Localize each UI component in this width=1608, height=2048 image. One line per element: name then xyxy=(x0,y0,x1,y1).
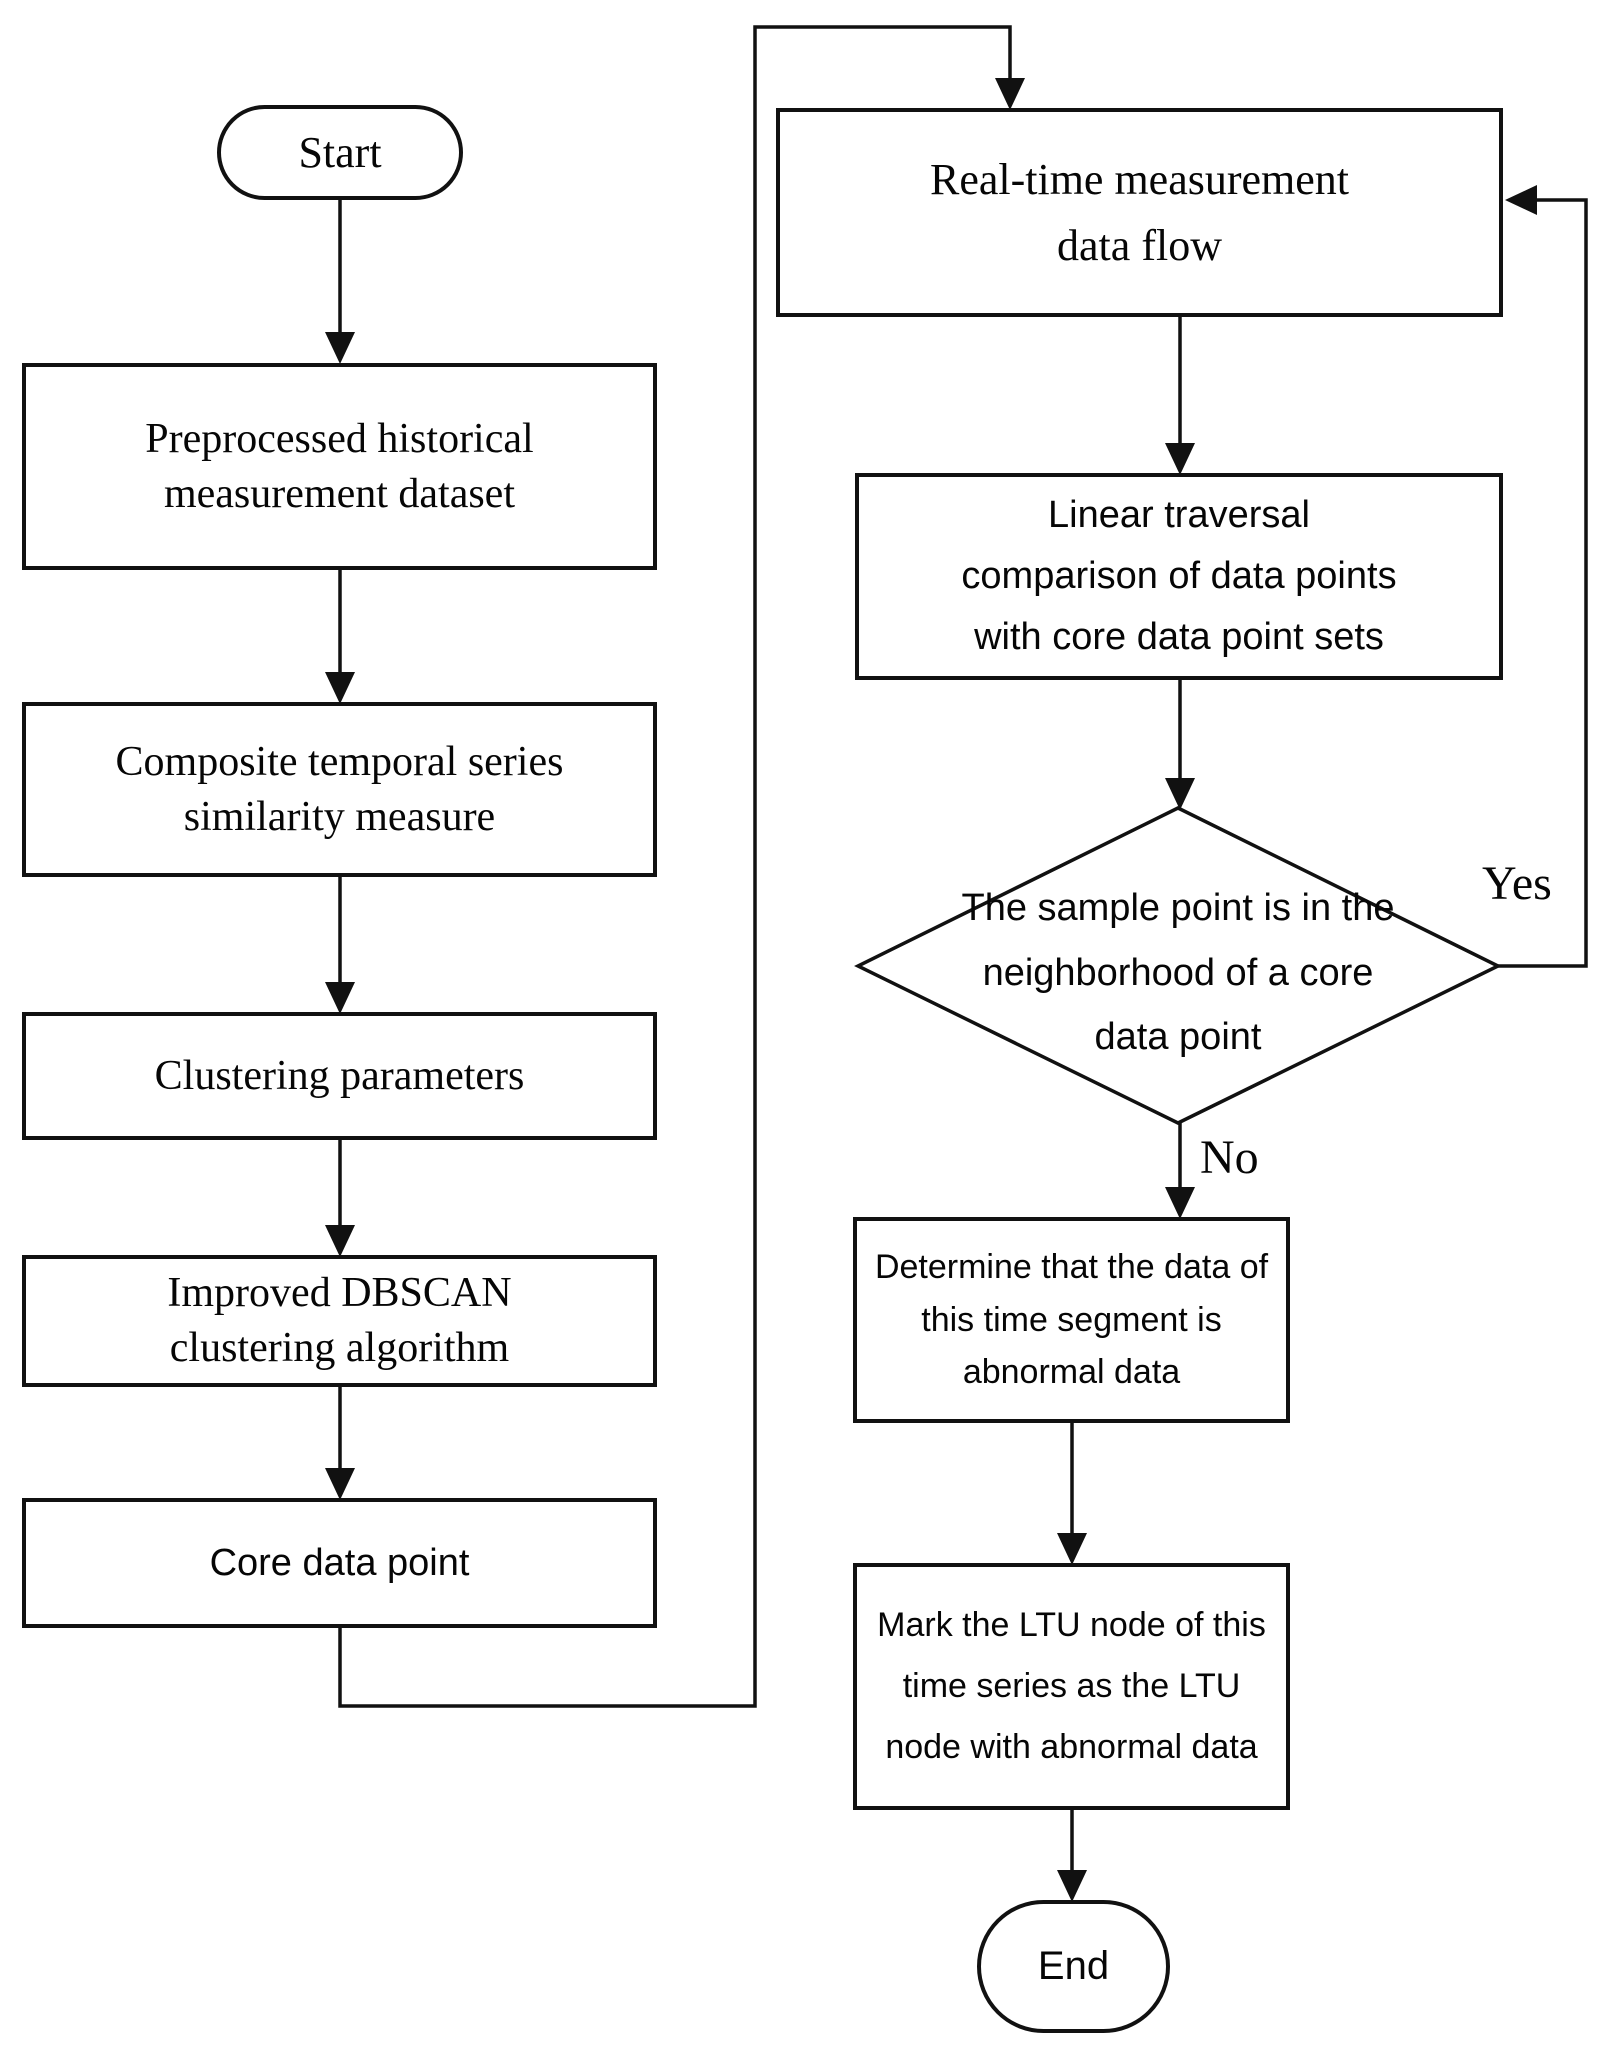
yes-edge-label: Yes xyxy=(1482,857,1552,910)
improved-dbscan-label: Improved DBSCAN clustering algorithm xyxy=(167,1270,512,1371)
start-label: Start xyxy=(298,128,382,177)
realtime-dataflow-label: Real-time measurement data flow xyxy=(929,154,1350,270)
arrowhead-into-linear xyxy=(1165,443,1195,475)
arrowhead-into-determine xyxy=(1165,1187,1195,1219)
arrowhead-into-composite xyxy=(325,672,355,704)
preprocessed-dataset-box: Preprocessed historical measurement data… xyxy=(22,363,657,570)
realtime-dataflow-box: Real-time measurement data flow xyxy=(776,108,1503,317)
arrowhead-yes-into-realtime-side xyxy=(1505,185,1537,215)
decision-diamond-shape xyxy=(854,806,1502,1125)
preprocessed-dataset-label: Preprocessed historical measurement data… xyxy=(145,415,534,517)
arrowhead-into-core xyxy=(325,1468,355,1500)
clustering-parameters-box: Clustering parameters xyxy=(22,1012,657,1140)
improved-dbscan-box: Improved DBSCAN clustering algorithm xyxy=(22,1255,657,1387)
arrowhead-into-preprocessed xyxy=(325,332,355,364)
edge-core-to-realtime xyxy=(338,25,1012,1708)
no-edge-label: No xyxy=(1200,1131,1259,1184)
arrowhead-into-realtime-top xyxy=(995,78,1025,110)
arrowhead-into-decision xyxy=(1165,778,1195,810)
core-data-point-label: Core data point xyxy=(209,1541,470,1584)
mark-ltu-node-box: Mark the LTU node of this time series as… xyxy=(853,1563,1290,1810)
linear-traversal-label: Linear traversal comparison of data poin… xyxy=(961,494,1397,658)
core-data-point-box: Core data point xyxy=(22,1498,657,1628)
clustering-parameters-label: Clustering parameters xyxy=(154,1052,525,1099)
composite-similarity-label: Composite temporal series similarity mea… xyxy=(115,738,564,840)
edge-decision-yes-loop xyxy=(1498,198,1588,968)
determine-abnormal-label: Determine that the data of this time seg… xyxy=(874,1247,1269,1392)
linear-traversal-box: Linear traversal comparison of data poin… xyxy=(855,473,1503,680)
end-label: End xyxy=(1037,1944,1110,1988)
determine-abnormal-box: Determine that the data of this time seg… xyxy=(853,1217,1290,1423)
start-terminator: Start xyxy=(217,105,463,200)
arrowhead-into-mark xyxy=(1057,1533,1087,1565)
arrowhead-into-params xyxy=(325,982,355,1014)
mark-ltu-node-label: Mark the LTU node of this time series as… xyxy=(877,1605,1266,1767)
arrowhead-into-end xyxy=(1057,1870,1087,1902)
arrowhead-into-dbscan xyxy=(325,1225,355,1257)
end-terminator: End xyxy=(977,1900,1170,2033)
composite-similarity-box: Composite temporal series similarity mea… xyxy=(22,702,657,877)
